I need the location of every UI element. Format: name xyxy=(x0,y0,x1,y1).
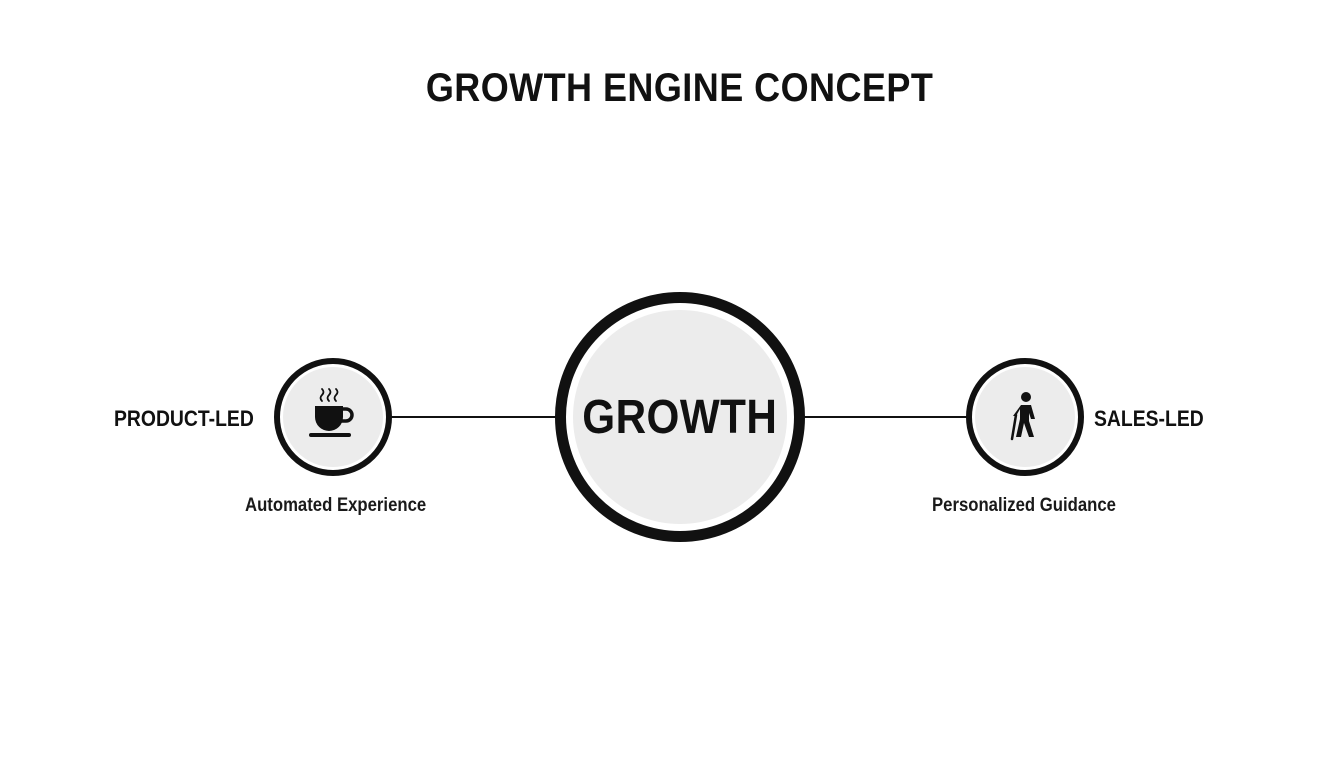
product-led-caption: Automated Experience xyxy=(245,495,427,516)
diagram-title: GROWTH ENGINE CONCEPT xyxy=(425,66,934,110)
sales-led-label: SALES-LED xyxy=(1094,406,1204,431)
sales-led-caption: Personalized Guidance xyxy=(932,495,1116,516)
connector-right xyxy=(800,416,972,418)
product-led-label: PRODUCT-LED xyxy=(114,406,254,431)
product-led-node xyxy=(274,358,392,476)
connector-left xyxy=(390,416,560,418)
sales-led-node xyxy=(966,358,1084,476)
person-with-cane-icon xyxy=(995,387,1055,447)
growth-node: GROWTH xyxy=(555,292,805,542)
growth-label: GROWTH xyxy=(582,390,778,444)
coffee-cup-icon xyxy=(303,387,363,447)
